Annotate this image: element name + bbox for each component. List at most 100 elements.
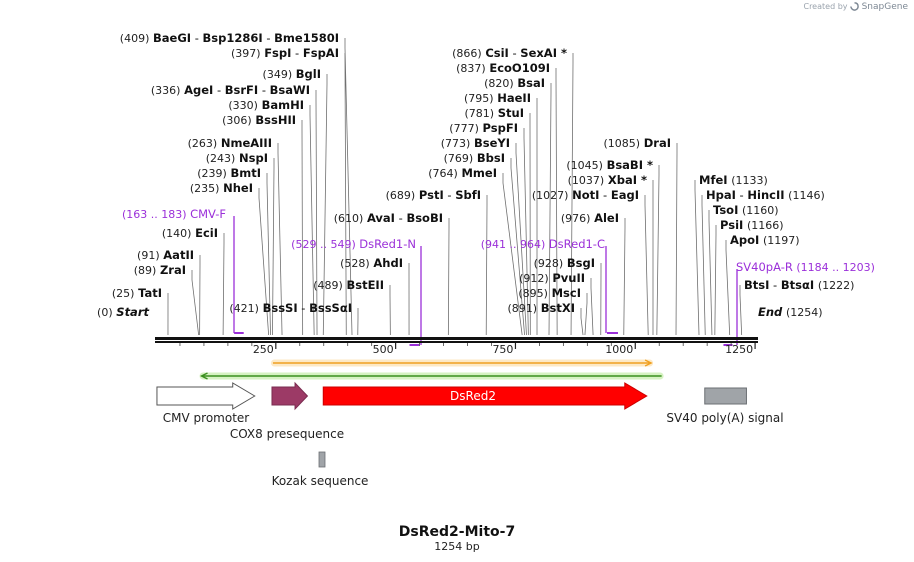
site-position: (1197) [763, 234, 800, 247]
site-separator: - [769, 278, 780, 292]
feature-label: Kozak sequence [272, 474, 369, 488]
site-position: (397) [231, 47, 261, 60]
end-position: (1254) [786, 306, 823, 319]
credit-brand: SnapGene [861, 2, 908, 12]
site-label-noti: (1027) NotI - EagI [532, 188, 639, 202]
end-text: End [758, 305, 783, 319]
site-enzyme-name: NotI [572, 188, 599, 202]
site-label-psti: (689) PstI - SbfI [386, 188, 481, 202]
site-position: (1133) [731, 174, 768, 187]
site-position: (769) [444, 152, 474, 165]
site-bsshii: (306) BssHII [222, 113, 304, 336]
site-label-pspfi: (777) PspFI [449, 121, 518, 135]
site-position: (239) [197, 167, 227, 180]
site-leader-line [344, 53, 347, 336]
site-label-bmti: (239) BmtI [197, 166, 261, 180]
site-position: (528) [340, 257, 370, 270]
site-position: (25) [112, 287, 135, 300]
site-leader-line [315, 90, 318, 336]
site-enzyme-name: MmeI [461, 166, 497, 180]
site-separator: - [291, 46, 302, 60]
site-enzyme-name: MscI [552, 286, 581, 300]
site-enzyme-name: BstEII [346, 278, 384, 292]
site-alei: (976) AleI [561, 211, 626, 336]
site-label-mfei: MfeI (1133) [699, 173, 768, 187]
site-position: (764) [428, 167, 458, 180]
site-leader-line [548, 83, 552, 336]
site-label-fspi: (397) FspI - FspAI [231, 46, 339, 60]
site-psti: (689) PstI - SbfI [386, 188, 488, 336]
feature-shape [271, 381, 309, 411]
tick-label: 250 [253, 343, 274, 356]
site-label-msci: (895) MscI [518, 286, 581, 300]
site-bsgi: (928) BsgI [534, 256, 602, 336]
site-enzyme-name: StuI [498, 106, 524, 120]
site-bsteii: (489) BstEII [313, 278, 391, 336]
site-enzyme-name: NheI [223, 181, 253, 195]
site-apoi: ApoI (1197) [725, 233, 800, 336]
site-label-bseyi: (773) BseYI [441, 136, 510, 150]
site-pvuii: (912) PvuII [519, 271, 594, 336]
site-separator: - [298, 301, 309, 315]
site-label-haeii: (795) HaeII [464, 91, 531, 105]
site-leader-line [644, 195, 649, 336]
site-position: (330) [228, 99, 258, 112]
site-label-bsteii: (489) BstEII [313, 278, 384, 292]
site-position: (866) [452, 47, 482, 60]
site-leader-line [222, 233, 225, 336]
primer-dsred1-c: (941 .. 964) DsRed1-C [481, 237, 619, 334]
site-leader-line [502, 173, 523, 336]
site-bbsi: (769) BbsI [444, 151, 525, 336]
backbone-top-strand [155, 337, 758, 340]
site-bmti: (239) BmtI [197, 166, 271, 336]
site-ecii: (140) EciI [162, 226, 225, 336]
tick-label: 1250 [725, 343, 753, 356]
site-position: (820) [484, 77, 514, 90]
site-separator: - [736, 188, 747, 202]
site-label-stui: (781) StuI [465, 106, 525, 120]
site-label-alei: (976) AleI [561, 211, 619, 225]
site-leader-line [515, 143, 527, 336]
site-position: (1027) [532, 189, 569, 202]
site-enzyme-name: BseYI [474, 136, 510, 150]
site-position: (140) [162, 227, 192, 240]
primer-dsred1-n: (529 .. 549) DsRed1-N [291, 237, 422, 346]
tick-label: 500 [373, 343, 394, 356]
site-position: (1045) [566, 159, 603, 172]
primer-name: DsRed1-N [359, 237, 416, 251]
restriction-sites: (409) BaeGI - Bsp1286I - Bme1580I(397) F… [97, 31, 854, 336]
primer-range: (163 .. 183) [122, 208, 187, 221]
site-enzyme-name: BmtI [230, 166, 261, 180]
site-position: (243) [206, 152, 236, 165]
site-position: (1146) [788, 189, 825, 202]
site-position: (421) [229, 302, 259, 315]
site-label-avai: (610) AvaI - BsoBI [334, 211, 443, 225]
site-leader-line [485, 195, 488, 336]
site-leader-line [656, 165, 660, 336]
site-enzyme-name: XbaI * [608, 173, 647, 187]
feature-shape [322, 382, 648, 410]
site-enzyme-name: AvaI [367, 211, 395, 225]
site-enzyme-name: HaeII [497, 91, 531, 105]
site-position: (773) [441, 137, 471, 150]
site-ahdi: (528) AhdI [340, 256, 410, 336]
orf-reverse [199, 372, 664, 380]
site-btsi: BtsI - BtsαI (1222) [739, 278, 854, 336]
site-position: (976) [561, 212, 591, 225]
site-enzyme-name: BstXI [541, 301, 575, 315]
site-bsai: (820) BsaI [484, 76, 552, 336]
site-leader-line [272, 158, 275, 336]
site-label-btsi: BtsI - BtsαI (1222) [744, 278, 854, 292]
site-enzyme-name: AatII [163, 248, 194, 262]
orf-arrowhead [199, 372, 208, 380]
site-label-bsabi: (1045) BsaBI * [566, 158, 653, 172]
site-position: (1222) [818, 279, 855, 292]
site-leader-line [701, 195, 706, 336]
primer-label: (529 .. 549) DsRed1-N [291, 237, 416, 251]
site-leader-line [344, 38, 353, 336]
site-separator: - [191, 31, 202, 45]
tick-label: 750 [492, 343, 513, 356]
